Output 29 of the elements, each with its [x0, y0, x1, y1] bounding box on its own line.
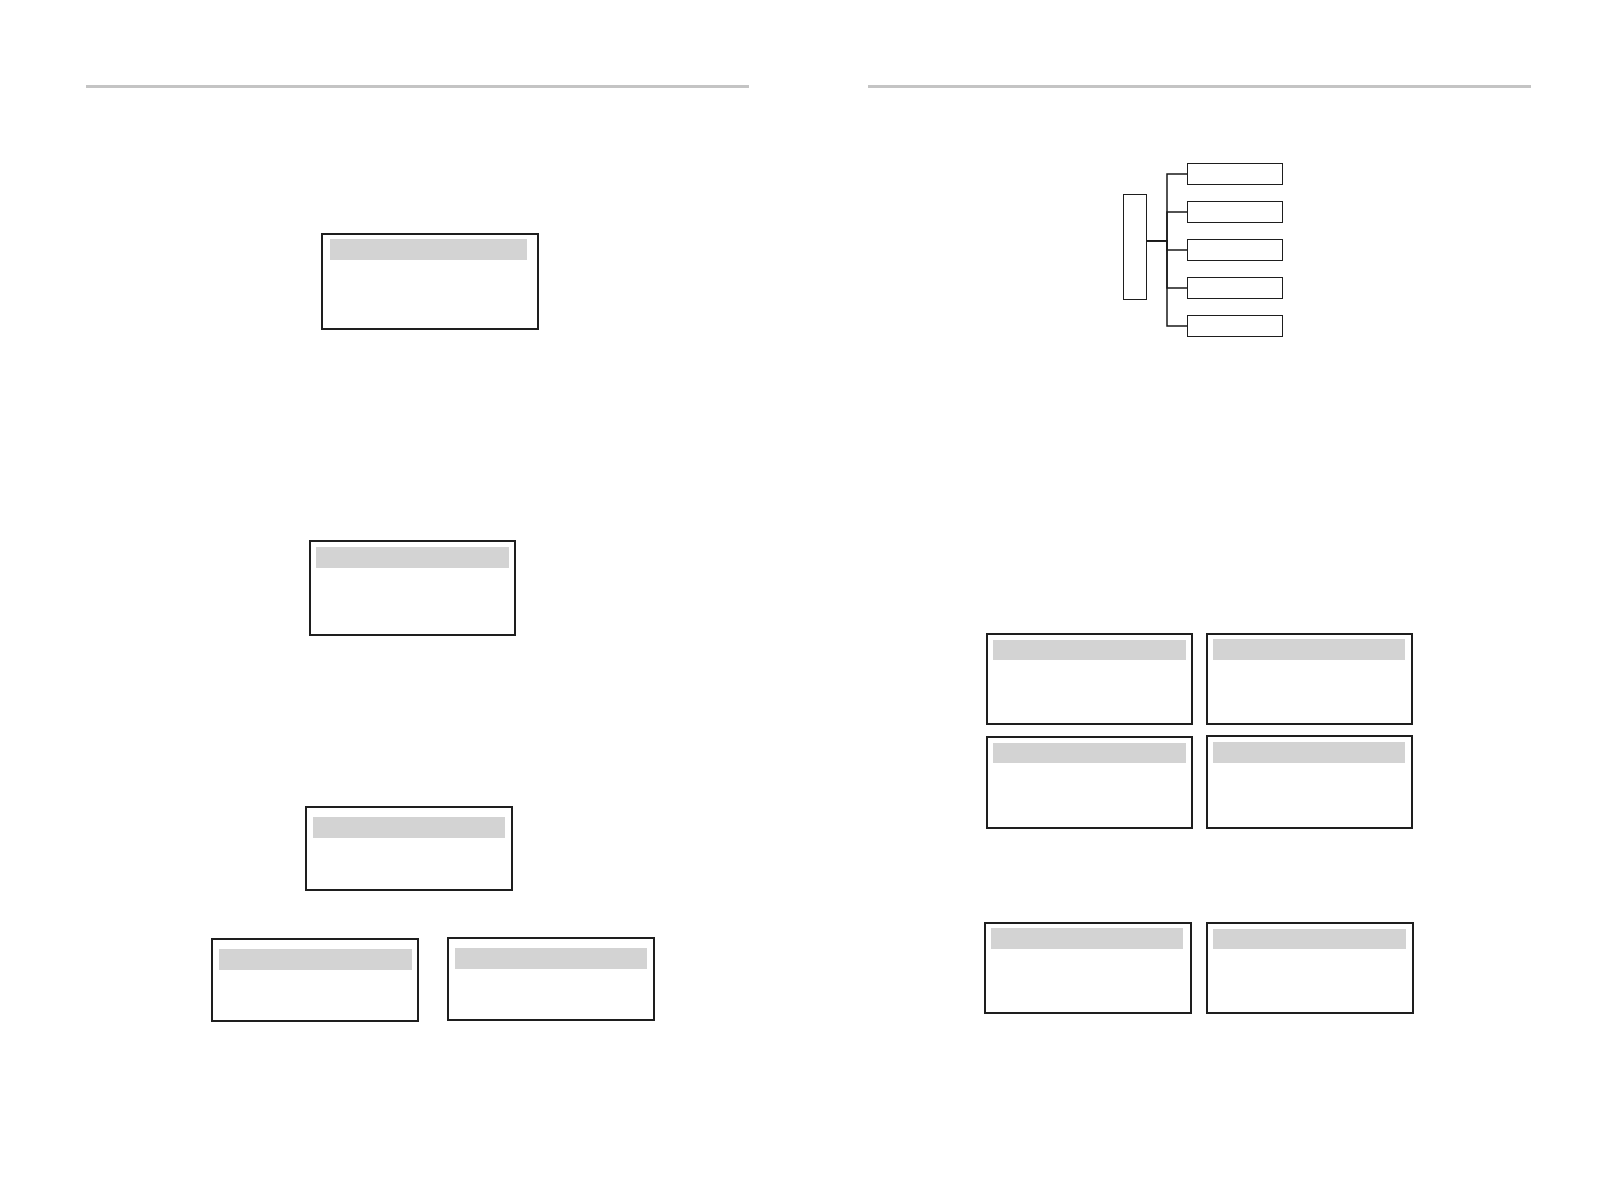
- outlined-box: [984, 922, 1192, 1014]
- outlined-box: [1187, 277, 1283, 299]
- outlined-box: [1187, 201, 1283, 223]
- placeholder-bar: [454, 947, 647, 969]
- outlined-box: [1123, 194, 1147, 300]
- outlined-box: [1187, 315, 1283, 337]
- placeholder-bar: [993, 743, 1186, 763]
- placeholder-bar: [218, 948, 412, 970]
- connector-line: [1146, 239, 1188, 327]
- placeholder-bar: [312, 816, 505, 838]
- outlined-box: [321, 233, 539, 330]
- outlined-box: [986, 633, 1193, 725]
- placeholder-bar: [1212, 928, 1406, 949]
- outlined-box: [986, 736, 1193, 829]
- placeholder-bar: [1212, 741, 1405, 763]
- outlined-box: [1206, 633, 1413, 725]
- outlined-box: [1206, 735, 1413, 829]
- outlined-box: [447, 937, 655, 1021]
- outlined-box: [211, 938, 419, 1022]
- outlined-box: [1187, 239, 1283, 261]
- placeholder-bar: [316, 547, 509, 568]
- placeholder-bar: [329, 238, 527, 260]
- placeholder-bar: [990, 927, 1183, 949]
- outlined-box: [1206, 922, 1414, 1014]
- placeholder-bar: [993, 640, 1186, 660]
- outlined-box: [309, 540, 516, 636]
- placeholder-bar: [1212, 638, 1405, 660]
- outlined-box: [305, 806, 513, 891]
- outlined-box: [1187, 163, 1283, 185]
